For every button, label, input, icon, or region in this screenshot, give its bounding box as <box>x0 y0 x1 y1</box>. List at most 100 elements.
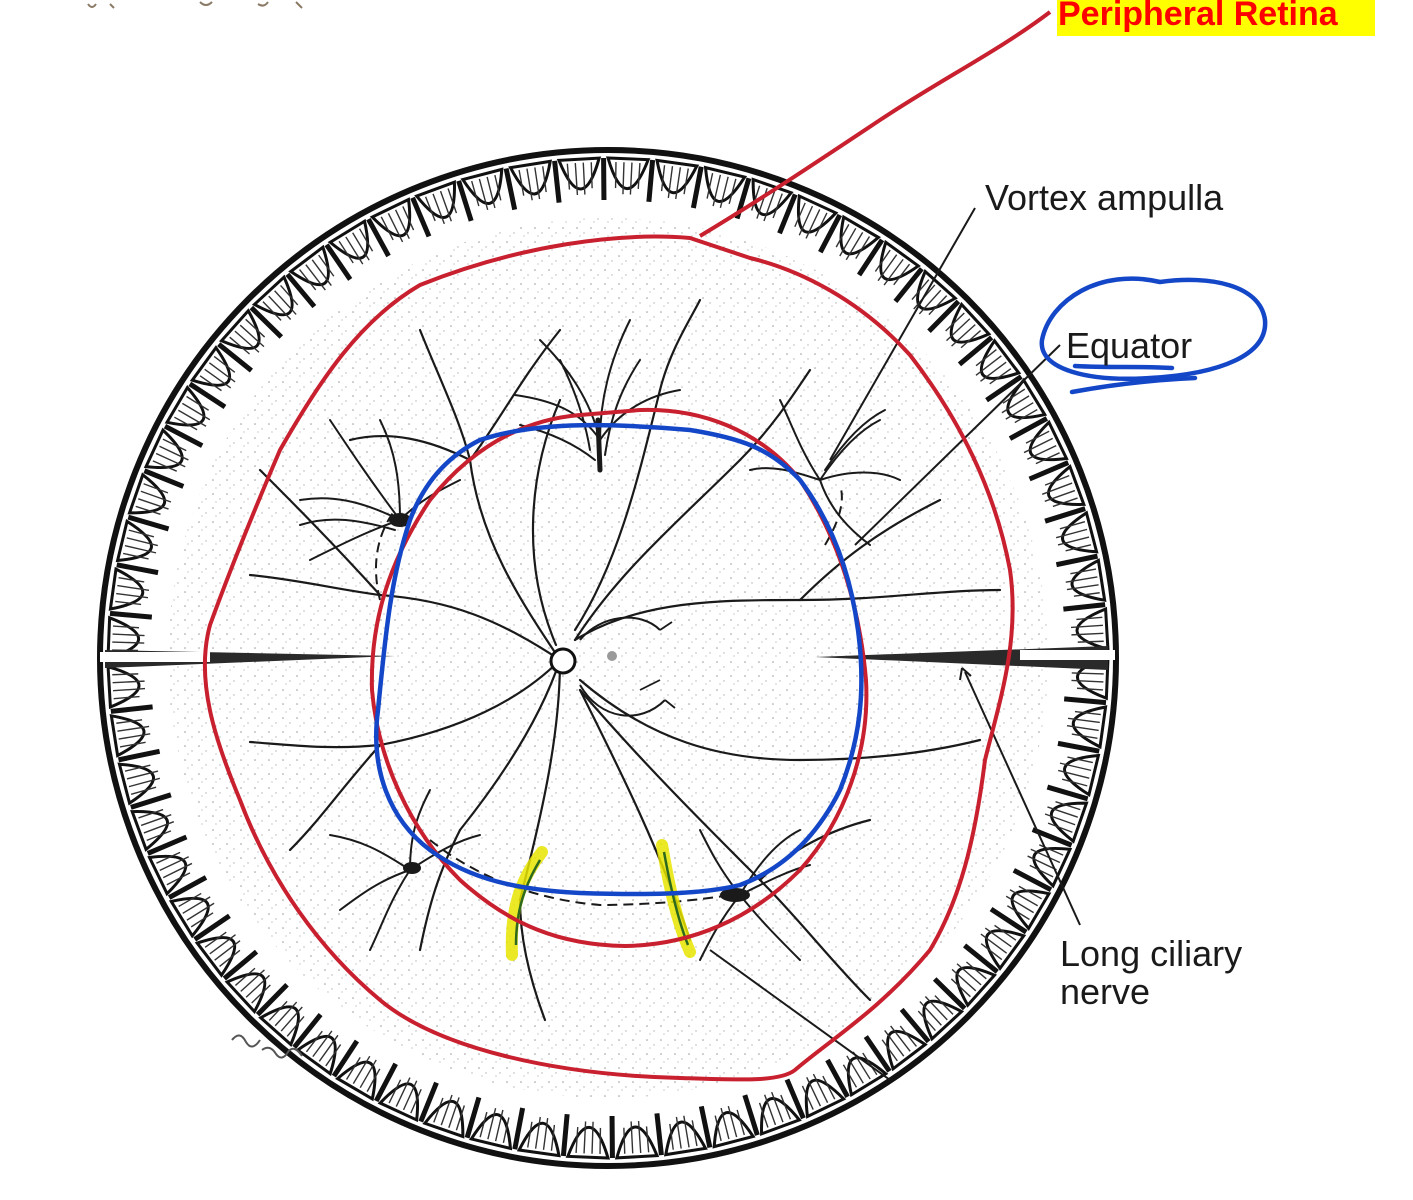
scallop-hatch <box>487 1108 497 1140</box>
scallop-hatch <box>526 168 533 201</box>
scallop-hatch <box>174 416 198 431</box>
scallop-hatch <box>124 544 157 554</box>
scallop-hatch <box>714 1115 722 1142</box>
scallop-hatch <box>1005 895 1034 914</box>
scallop-gap <box>927 299 961 334</box>
equator-outline <box>374 422 864 897</box>
scallop-hatch <box>116 592 149 599</box>
scallop-hatch <box>534 1116 541 1149</box>
scallop-hatch <box>575 1126 579 1154</box>
scallop-hatch <box>123 552 149 560</box>
scallop-hatch <box>591 1121 594 1154</box>
scallop-hatch <box>720 1107 730 1140</box>
scallop-hatch <box>394 209 410 240</box>
diagram-labels: Vortex ampulla Equator Long ciliary nerv… <box>985 177 1242 1012</box>
scallop-hatch <box>1067 717 1100 724</box>
scallop-hatch <box>186 902 215 921</box>
scallop-hatch <box>159 856 190 872</box>
scallop-gap <box>117 748 161 763</box>
scallop-hatch <box>928 295 948 316</box>
vortex-cluster-right <box>749 399 901 546</box>
scallop-hatch <box>893 263 911 286</box>
scallop-hatch <box>622 162 625 195</box>
scallop-hatch <box>883 258 904 286</box>
scallop-gap <box>146 834 188 856</box>
scallop-hatch <box>433 1097 444 1123</box>
scallop-hatch <box>917 1010 936 1032</box>
scallop-hatch <box>1044 474 1070 486</box>
scallop-hatch <box>846 1055 864 1084</box>
scallop-hatch <box>1071 679 1104 683</box>
scallop-hatch <box>155 452 186 468</box>
scallop-gap <box>255 982 289 1017</box>
scallop-hatch <box>1073 592 1100 597</box>
scallop <box>1063 753 1101 798</box>
scallop <box>949 301 992 344</box>
scallop-hatch <box>305 264 326 291</box>
scallop-hatch <box>951 968 977 992</box>
scallop-gap <box>698 1105 713 1149</box>
scallop-hatch <box>669 1123 674 1150</box>
scallop-gap <box>167 875 208 900</box>
scallop-hatch <box>352 1055 371 1084</box>
scallop-gap <box>863 1035 892 1073</box>
cropped-text-remnant <box>87 1 303 9</box>
bottom-leader <box>709 949 891 1081</box>
scallop-hatch <box>583 1121 587 1154</box>
scallop-hatch <box>683 168 689 195</box>
scallop-hatch <box>736 1109 745 1136</box>
scallop-hatch <box>1027 855 1057 871</box>
scallop-hatch <box>727 1105 738 1138</box>
scallop-hatch <box>771 1091 784 1123</box>
scallop-gap <box>985 374 1023 403</box>
scallop-hatch <box>1030 848 1061 864</box>
vortex-cluster-top <box>514 319 681 473</box>
scallop-gap <box>410 196 432 238</box>
scallop-hatch <box>1014 408 1038 424</box>
scallop-hatch <box>234 330 260 353</box>
scallop-hatch <box>345 1057 361 1080</box>
scallop-hatch <box>424 196 436 222</box>
scallop-hatch <box>1066 725 1099 732</box>
scallop-gap <box>249 305 284 339</box>
scallop-gap <box>690 166 704 209</box>
scallop-hatch <box>274 1001 298 1027</box>
scallop-hatch <box>209 934 236 955</box>
scallop-hatch <box>126 537 158 547</box>
leader-lines <box>709 207 1081 1081</box>
scallop-hatch <box>842 1064 858 1088</box>
scallop-hatch <box>919 1001 942 1026</box>
scallop-hatch <box>1071 672 1104 675</box>
scallop-gap <box>143 468 185 489</box>
vortex-clusters <box>299 319 901 961</box>
scallop-hatch <box>1070 624 1103 629</box>
scallop-hatch <box>395 1077 411 1107</box>
scallop-hatch <box>162 862 193 879</box>
scallop-gap <box>110 704 153 714</box>
scallop-hatch <box>268 1000 288 1021</box>
scallop-hatch <box>359 1059 377 1089</box>
scallop-hatch <box>112 633 145 637</box>
scallop-gap <box>552 160 562 203</box>
scallop-gap <box>1008 416 1049 441</box>
scallop <box>168 896 210 939</box>
blue-outlines <box>374 276 1268 897</box>
scallop-hatch <box>980 943 1003 961</box>
scallop-hatch <box>204 931 227 948</box>
scallop-gap <box>163 423 204 448</box>
scallop-gap <box>109 610 153 620</box>
scallop-hatch <box>845 232 864 261</box>
scallop-hatch <box>486 176 496 209</box>
scallop <box>703 165 748 203</box>
vortex-cluster-bottom-left <box>329 789 481 951</box>
scallop-hatch <box>318 254 335 277</box>
scallop <box>508 159 553 196</box>
scallop-hatch <box>130 786 157 795</box>
scallop-hatch <box>518 169 525 196</box>
scallop-hatch <box>402 206 415 231</box>
scallop-hatch <box>1002 388 1026 404</box>
scallop-hatch <box>177 409 207 427</box>
scallop-hatch <box>1065 576 1098 583</box>
scallop-hatch <box>1059 521 1086 530</box>
